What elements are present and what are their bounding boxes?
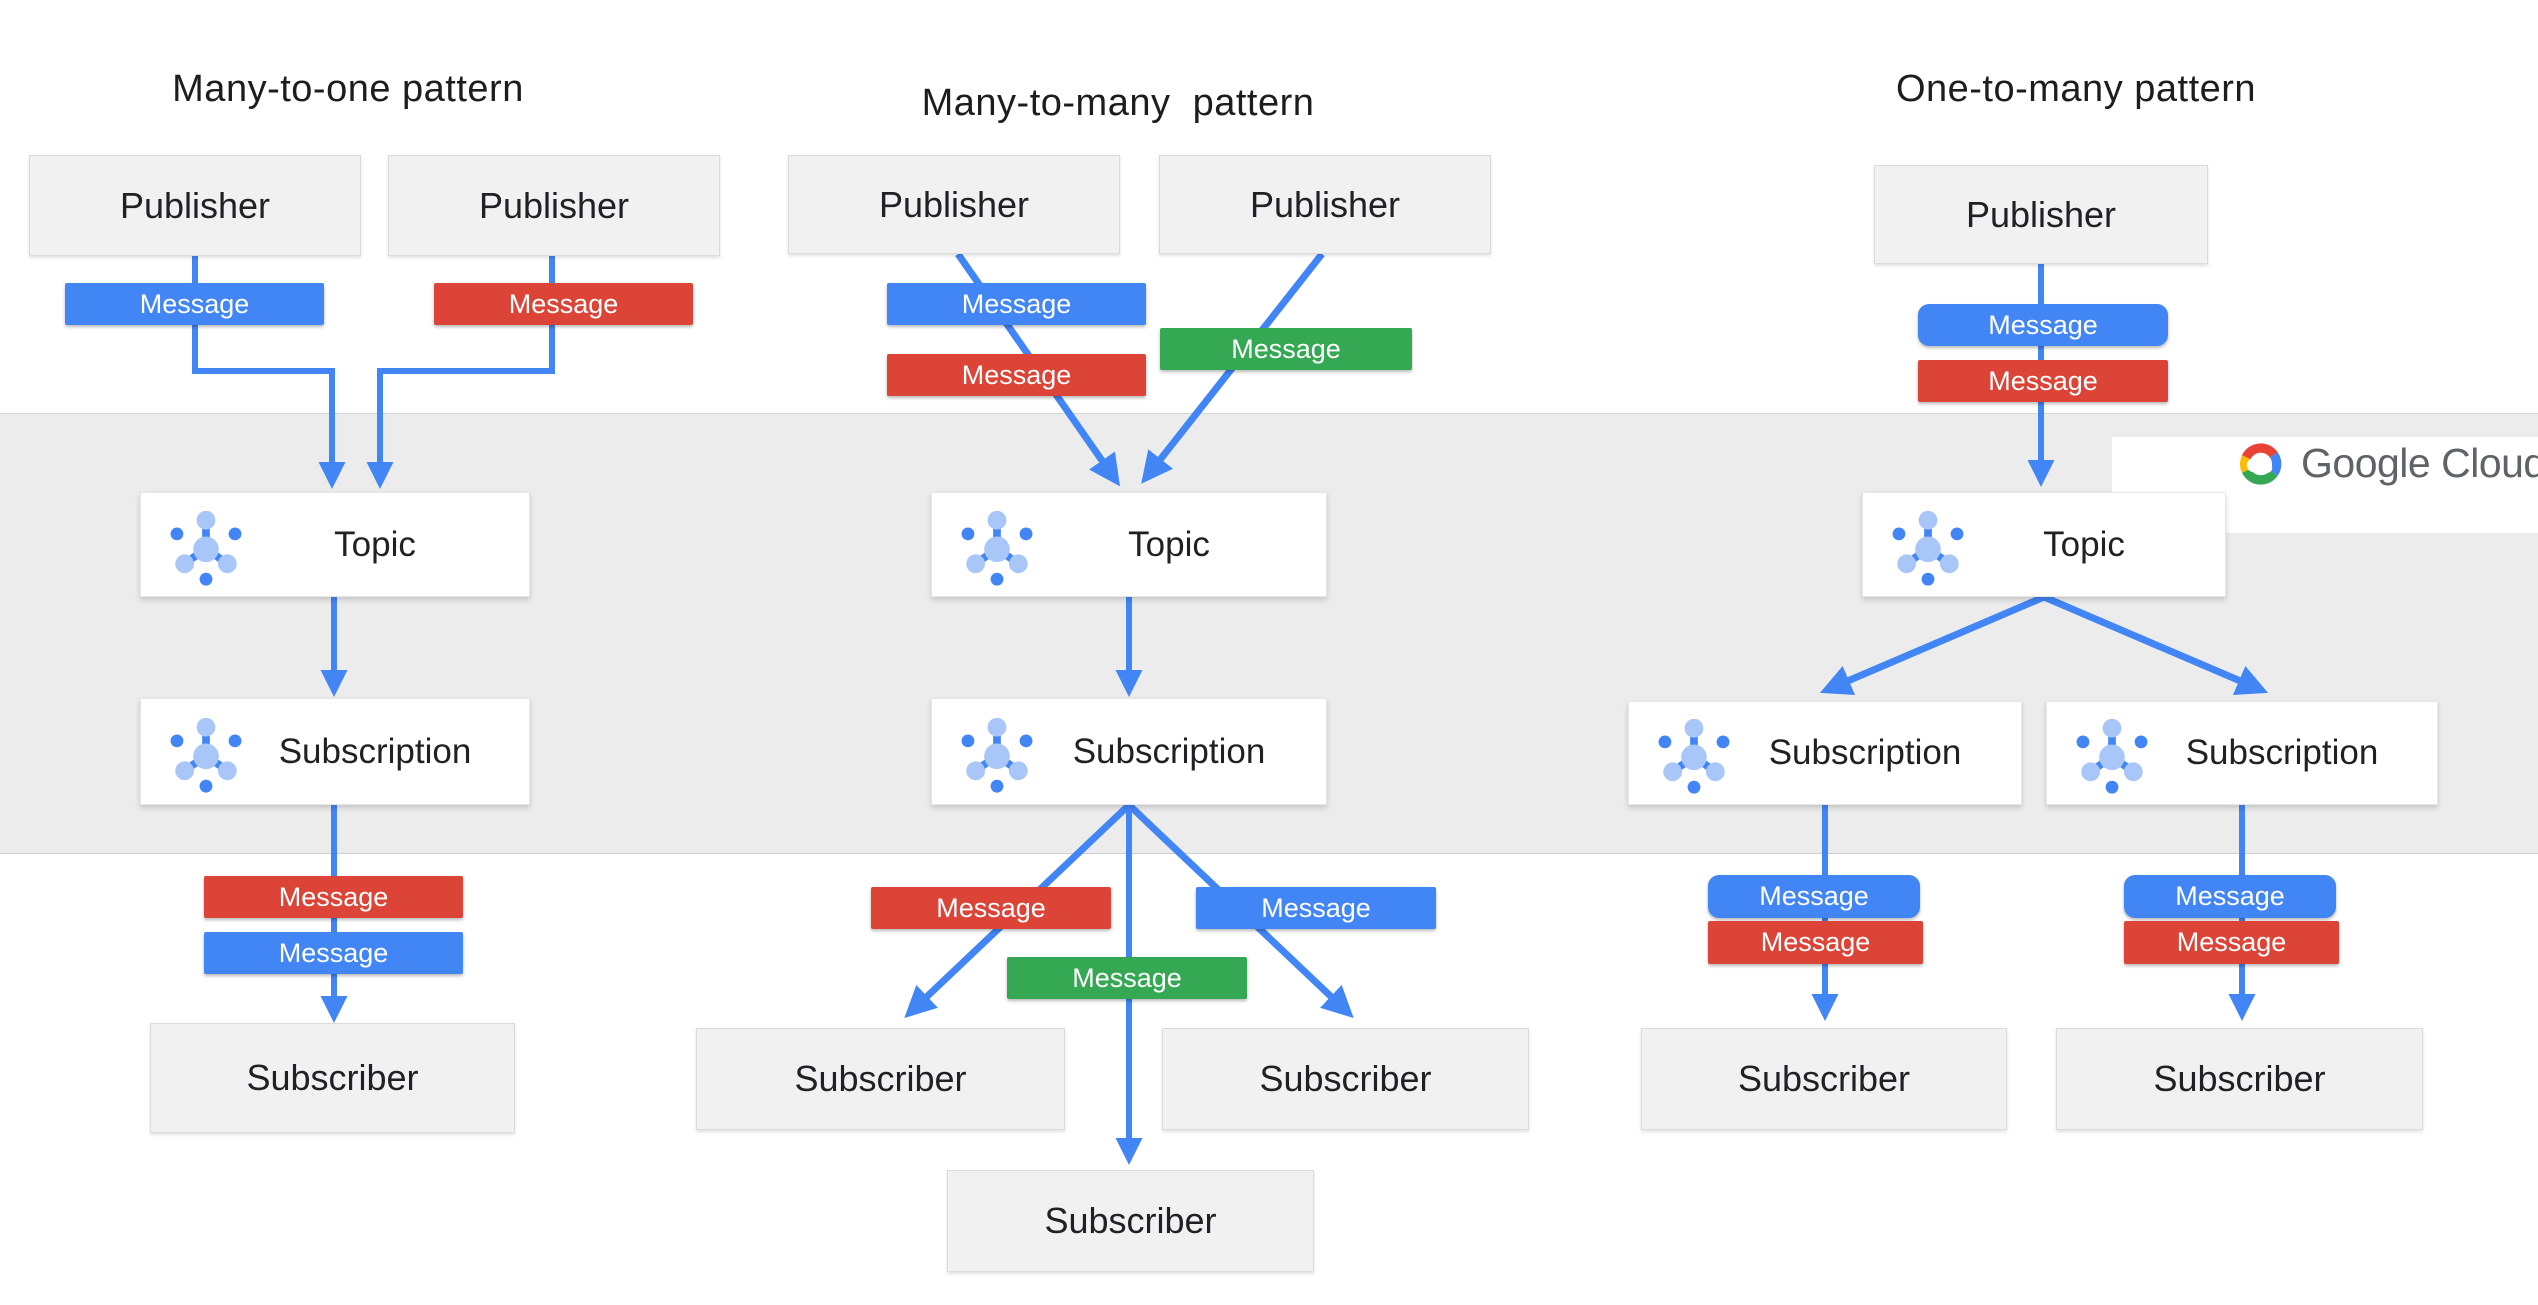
subscription-left-label: Subscription: [278, 731, 472, 771]
message-badge: Message: [1196, 887, 1436, 929]
publisher-left-2-label: Publisher: [478, 184, 630, 226]
message-badge: Message: [1708, 875, 1920, 918]
subscriber-right-2-label: Subscriber: [2153, 1058, 2326, 1099]
message-badge-label: Message: [1072, 962, 1182, 993]
message-badge-label: Message: [1759, 881, 1869, 911]
subscriber-left-label: Subscriber: [246, 1057, 419, 1098]
topic-left: Topic: [140, 492, 530, 597]
message-badge-label: Message: [1261, 892, 1371, 923]
message-badge-label: Message: [508, 288, 619, 319]
topic-mid: Topic: [931, 492, 1327, 597]
pattern-title-many-to-one: Many-to-one pattern: [172, 68, 524, 110]
message-badge: Message: [871, 887, 1111, 929]
message-badge-label: Message: [1231, 333, 1341, 364]
message-badge: Message: [887, 354, 1146, 396]
subscriber-mid-1: Subscriber: [696, 1028, 1065, 1130]
google-cloud-logo: Google Cloud: [2234, 440, 2538, 487]
message-badge-label: Message: [2176, 927, 2287, 957]
message-badge: Message: [1918, 304, 2168, 346]
message-badge-label: Message: [961, 288, 1072, 319]
message-badge-label: Message: [278, 937, 389, 968]
publisher-mid-2-label: Publisher: [1249, 183, 1401, 225]
pubsub-icon: [961, 717, 1033, 793]
subscriber-mid-2-label: Subscriber: [1044, 1200, 1217, 1241]
message-badge: Message: [1160, 328, 1412, 370]
subscriber-right-2: Subscriber: [2056, 1028, 2423, 1130]
google-cloud-icon: [2240, 442, 2282, 485]
subscriber-left: Subscriber: [150, 1023, 515, 1133]
message-badge: Message: [434, 283, 693, 325]
message-badge-label: Message: [1988, 309, 2098, 340]
message-badge-label: Message: [278, 881, 389, 912]
topic-right: Topic: [1862, 492, 2226, 597]
publisher-mid-2: Publisher: [1159, 155, 1491, 254]
message-badge: Message: [1918, 360, 2168, 402]
publisher-right-label: Publisher: [1965, 193, 2117, 235]
subscription-mid: Subscription: [931, 698, 1327, 805]
google-cloud-wordmark: Google Cloud: [2301, 440, 2538, 486]
topic-left-label: Topic: [334, 524, 416, 564]
message-badge: Message: [65, 283, 324, 325]
pubsub-icon: [1658, 718, 1730, 794]
message-badge-label: Message: [961, 359, 1072, 390]
subscription-left: Subscription: [140, 698, 530, 805]
publisher-mid-1: Publisher: [788, 155, 1120, 254]
pubsub-icon: [170, 717, 242, 793]
subscriber-mid-2: Subscriber: [947, 1170, 1314, 1272]
message-badge-label: Message: [2175, 881, 2285, 911]
pubsub-icon: [170, 510, 242, 586]
publisher-left-1-label: Publisher: [119, 184, 271, 226]
pubsub-icon: [2076, 718, 2148, 794]
topic-right-label: Topic: [2043, 524, 2125, 564]
flow-arrow: [2042, 593, 2269, 695]
message-badge: Message: [2124, 921, 2339, 964]
message-badge: Message: [887, 283, 1146, 325]
subscriber-mid-3: Subscriber: [1162, 1028, 1529, 1130]
subscription-right-1-label: Subscription: [1768, 733, 1962, 772]
subscriber-mid-1-label: Subscriber: [794, 1058, 967, 1099]
message-badge: Message: [2124, 875, 2336, 918]
topic-mid-label: Topic: [1128, 524, 1210, 564]
pubsub-icon: [961, 510, 1033, 586]
subscriber-mid-3-label: Subscriber: [1259, 1058, 1432, 1099]
subscription-right-1: Subscription: [1628, 701, 2022, 805]
subscriber-right-1-label: Subscriber: [1737, 1058, 1911, 1099]
message-badge: Message: [1007, 957, 1247, 999]
pattern-title-many-to-many: Many-to-many pattern: [921, 82, 1315, 124]
message-badge: Message: [204, 876, 463, 918]
message-badge-label: Message: [936, 892, 1046, 923]
publisher-left-1: Publisher: [29, 155, 361, 256]
message-badge: Message: [204, 932, 463, 974]
message-badge-label: Message: [1988, 365, 2098, 396]
publisher-right: Publisher: [1874, 165, 2208, 264]
message-badge-label: Message: [1760, 927, 1871, 957]
publisher-mid-1-label: Publisher: [878, 183, 1030, 225]
message-badge-label: Message: [139, 288, 250, 319]
flow-arrow: [1819, 593, 2046, 695]
publisher-left-2: Publisher: [388, 155, 720, 256]
pubsub-icon: [1892, 510, 1964, 586]
subscription-right-2: Subscription: [2046, 701, 2438, 805]
subscription-right-2-label: Subscription: [2185, 733, 2379, 772]
subscriber-right-1: Subscriber: [1641, 1028, 2007, 1130]
pattern-title-one-to-many: One-to-many pattern: [1895, 68, 2257, 110]
subscription-mid-label: Subscription: [1072, 731, 1266, 771]
message-badge: Message: [1708, 921, 1923, 964]
